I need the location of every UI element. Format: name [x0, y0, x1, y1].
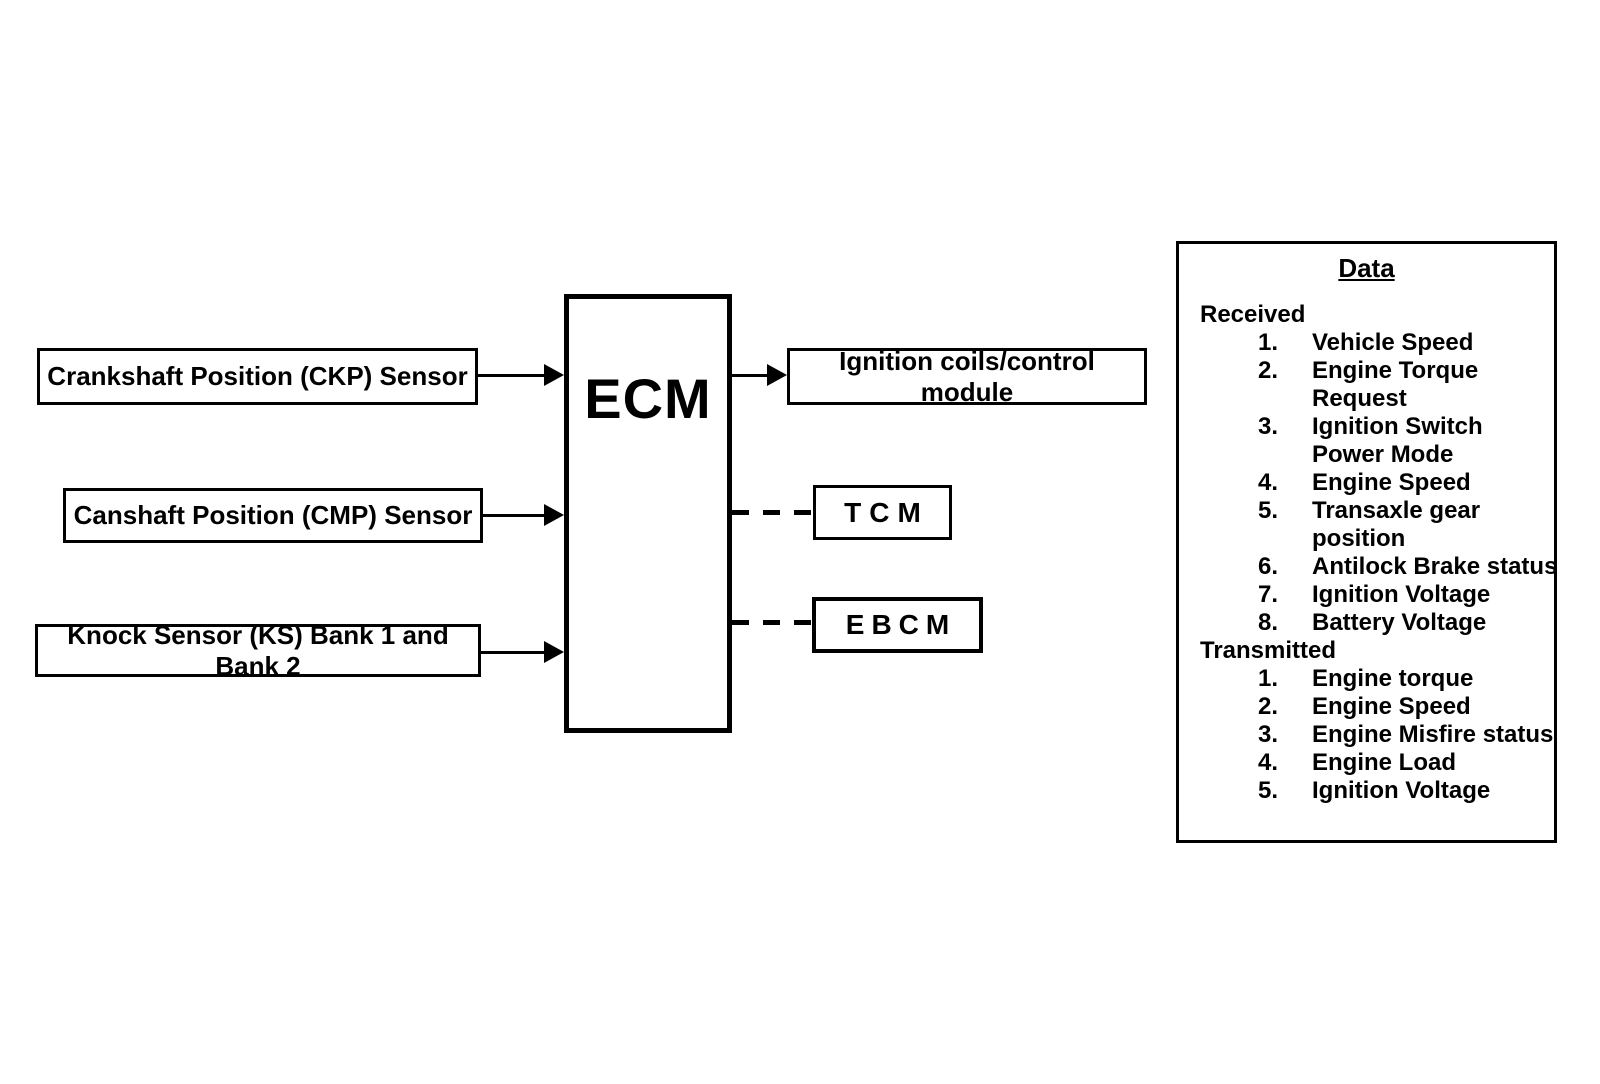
connector-ckp-to-ecm	[478, 374, 546, 377]
output-box-tcm: TCM	[813, 485, 952, 540]
ignition-coils-label: Ignition coils/control module	[839, 345, 1095, 407]
data-item-text: Vehicle Speed	[1312, 329, 1474, 356]
arrowhead-icon	[544, 504, 564, 526]
data-list-row: 1. Vehicle Speed	[1179, 329, 1554, 357]
data-panel-title: Data	[1338, 253, 1395, 283]
arrowhead-icon	[544, 364, 564, 386]
dashed-connector-ecm-to-ebcm	[732, 620, 812, 625]
data-list-row: 8. Battery Voltage	[1179, 609, 1554, 637]
data-item-text: Ignition Voltage	[1312, 581, 1491, 608]
data-item-text: Antilock Brake status	[1312, 553, 1558, 580]
data-item-text: Power Mode	[1312, 441, 1454, 468]
data-item-text: position	[1312, 525, 1406, 552]
data-item-text: Ignition Voltage	[1312, 777, 1491, 804]
data-list-row: 3. Ignition Switch	[1179, 413, 1554, 441]
data-item-text: Engine Load	[1312, 749, 1456, 776]
input-box-knock-sensor: Knock Sensor (KS) Bank 1 and Bank 2	[35, 620, 481, 681]
ecm-box: ECM	[564, 294, 732, 733]
data-item-number: 5.	[1258, 777, 1279, 804]
ecm-label: ECM	[584, 367, 712, 430]
data-list-row: 7. Ignition Voltage	[1179, 581, 1554, 609]
input-box-ckp-sensor: Crankshaft Position (CKP) Sensor	[37, 348, 478, 405]
ckp-sensor-label: Crankshaft Position (CKP) Sensor	[47, 361, 468, 391]
data-list-row: 4. Engine Speed	[1179, 469, 1554, 497]
data-item-number: 4.	[1258, 469, 1279, 496]
data-item-number: 1.	[1258, 665, 1279, 692]
data-item-number	[1258, 525, 1312, 553]
data-item-text: Request	[1312, 385, 1407, 412]
data-list-row: 4. Engine Load	[1179, 749, 1554, 777]
data-item-number: 6.	[1258, 553, 1279, 580]
data-item-number	[1258, 385, 1312, 413]
data-item-text: Transaxle gear	[1312, 497, 1481, 524]
data-item-number: 3.	[1258, 413, 1279, 440]
connector-cmp-to-ecm	[483, 514, 546, 517]
data-item-text: Battery Voltage	[1312, 609, 1487, 636]
data-item-number: 5.	[1258, 497, 1279, 524]
arrowhead-icon	[544, 641, 564, 663]
data-item-number: 2.	[1258, 357, 1279, 384]
data-item-number: 8.	[1258, 609, 1279, 636]
data-item-number: 4.	[1258, 749, 1279, 776]
data-item-number: 1.	[1258, 329, 1279, 356]
data-list-row: position	[1179, 525, 1554, 553]
knock-sensor-label: Knock Sensor (KS) Bank 1 and Bank 2	[67, 619, 449, 681]
data-item-text: Engine Speed	[1312, 469, 1471, 496]
data-list-row: 2. Engine Torque	[1179, 357, 1554, 385]
data-item-text: Ignition Switch	[1312, 413, 1483, 440]
arrowhead-icon	[767, 364, 787, 386]
data-item-number	[1258, 441, 1312, 469]
data-item-text: Engine torque	[1312, 665, 1474, 692]
data-item-text: Engine Torque	[1312, 357, 1479, 384]
tcm-label: TCM	[844, 496, 929, 528]
data-item-number: 7.	[1258, 581, 1279, 608]
connector-knock-to-ecm	[481, 651, 546, 654]
output-box-ignition-coils: Ignition coils/control module	[787, 345, 1147, 407]
data-list-row: Request	[1179, 385, 1554, 413]
data-section-heading: Received	[1200, 301, 1306, 328]
data-list-row: Power Mode	[1179, 441, 1554, 469]
data-item-number: 3.	[1258, 721, 1279, 748]
cmp-sensor-label: Canshaft Position (CMP) Sensor	[73, 500, 473, 530]
ebcm-label: EBCM	[845, 609, 957, 640]
data-list-row: 5. Transaxle gear	[1179, 497, 1554, 525]
data-item-text: Engine Speed	[1312, 693, 1471, 720]
data-list-row: 2. Engine Speed	[1179, 693, 1554, 721]
output-box-ebcm: EBCM	[812, 597, 983, 653]
input-box-cmp-sensor: Canshaft Position (CMP) Sensor	[63, 488, 483, 543]
data-list-row: 6. Antilock Brake status	[1179, 553, 1558, 581]
data-list-row: 3. Engine Misfire status	[1179, 721, 1554, 749]
data-list-row: 1. Engine torque	[1179, 665, 1554, 693]
data-list-row: 5. Ignition Voltage	[1179, 777, 1554, 805]
connector-ecm-to-ignition	[732, 374, 769, 377]
data-section-heading: Transmitted	[1200, 637, 1337, 664]
dashed-connector-ecm-to-tcm	[732, 510, 813, 515]
data-item-number: 2.	[1258, 693, 1279, 720]
data-item-text: Engine Misfire status	[1312, 721, 1554, 748]
